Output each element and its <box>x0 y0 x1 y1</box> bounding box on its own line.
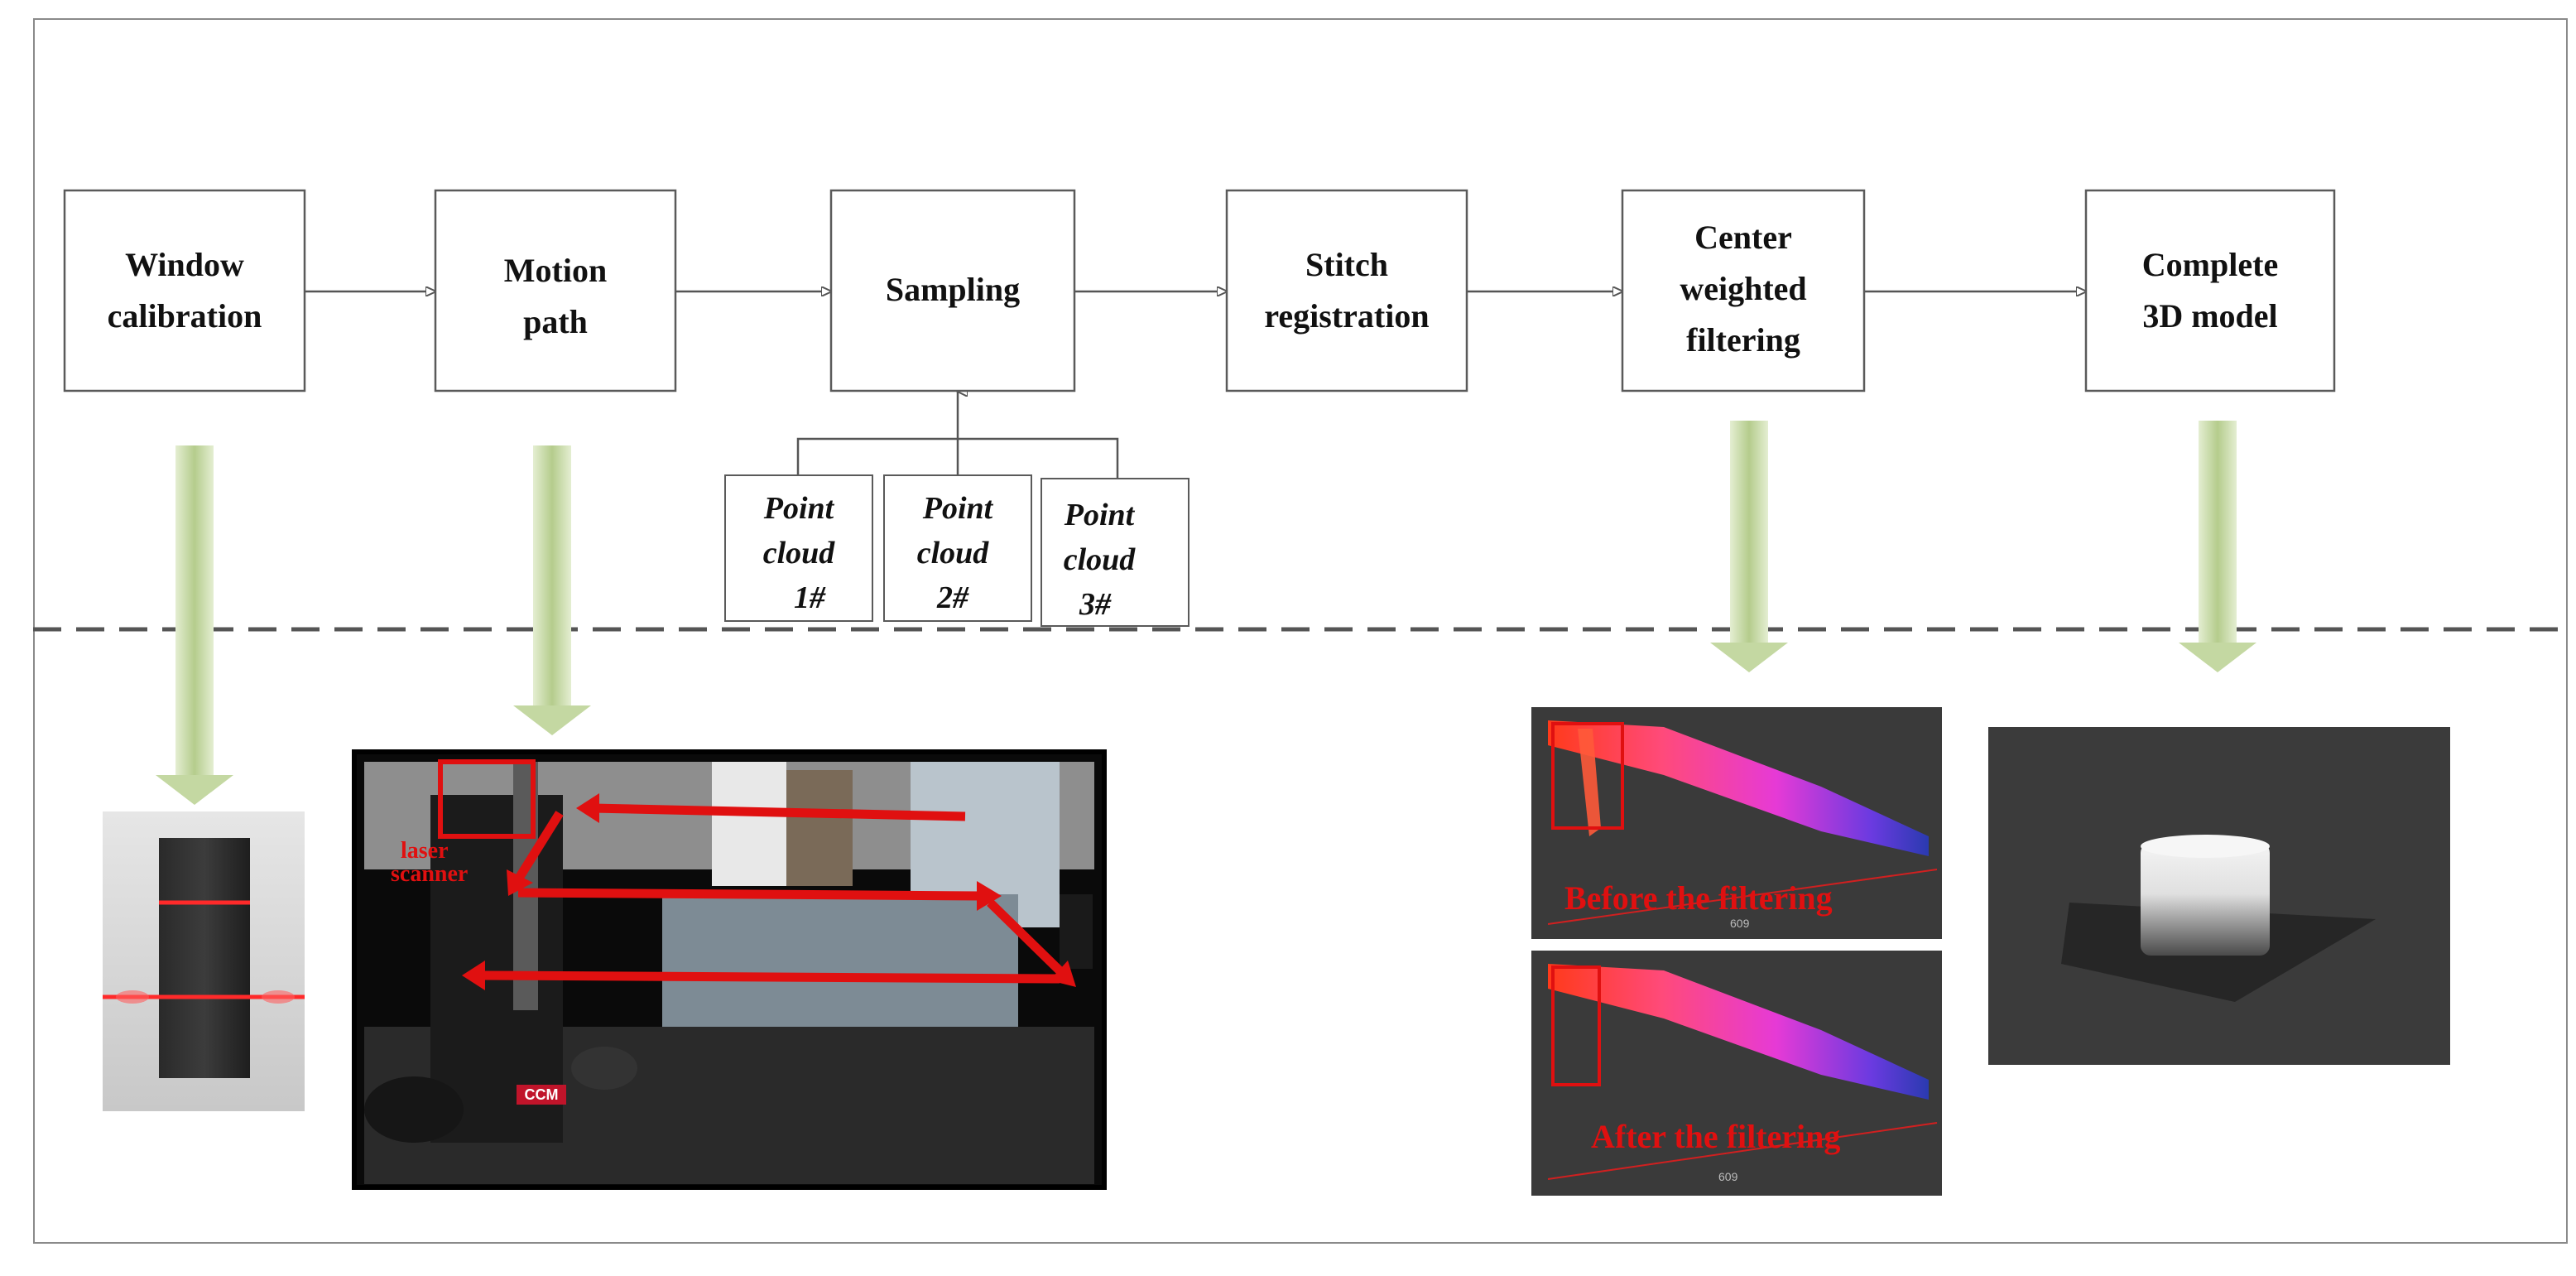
point-cloud-label: Point <box>922 491 994 526</box>
step-label-line1: Complete <box>2142 246 2278 283</box>
point-cloud-label: 3# <box>1079 587 1112 622</box>
step-label-line1: Stitch <box>1305 246 1388 283</box>
down-arrow-filtering <box>1710 421 1788 672</box>
after-filtering-label: After the filtering <box>1591 1118 1840 1155</box>
point-cloud-label: cloud <box>763 536 836 571</box>
point-cloud-label: Point <box>763 491 835 526</box>
before-highlight-box <box>1551 722 1624 830</box>
point-cloud-3: Point cloud 3# <box>1040 478 1189 627</box>
step-label-line1: Motion <box>504 252 607 289</box>
step-complete-3d-model: Complete 3D model <box>2084 189 2336 392</box>
point-cloud-2: Point cloud 2# <box>883 474 1032 622</box>
calibration-photo <box>103 811 305 1111</box>
step-label-line1: Center <box>1694 219 1792 256</box>
before-filtering-label: Before the filtering <box>1564 879 1833 917</box>
machine-photo: CCM laser scanner <box>352 749 1107 1190</box>
before-axis-tick: 609 <box>1730 917 1750 930</box>
point-cloud-label: 2# <box>936 580 969 615</box>
laser-scanner-label-line1: laser <box>401 838 449 864</box>
down-arrow-calibration <box>156 445 233 805</box>
step-label-line2: registration <box>1264 297 1429 335</box>
after-filtering-panel: 609 After the filtering <box>1531 951 1942 1196</box>
down-arrow-motion <box>513 445 591 735</box>
step-label-line3: filtering <box>1686 321 1800 359</box>
ccm-logo-text: CCM <box>525 1086 559 1103</box>
laser-scanner-label-line2: scanner <box>391 861 468 887</box>
after-axis-tick: 609 <box>1718 1170 1738 1183</box>
point-cloud-label: cloud <box>917 536 990 571</box>
before-filtering-panel: 609 Before the filtering <box>1531 707 1942 939</box>
step-label-line1: Window <box>125 246 244 283</box>
point-cloud-label: 1# <box>794 580 826 615</box>
step-window-calibration: Window calibration <box>63 189 306 392</box>
laser-scanner-highlight <box>438 759 536 839</box>
step-label-line2: calibration <box>108 297 262 335</box>
step-stitch-registration: Stitch registration <box>1225 189 1468 392</box>
scan-path-arrows <box>462 793 1076 990</box>
step-label-line2: weighted <box>1680 270 1806 307</box>
step-sampling: Sampling <box>829 189 1076 392</box>
step-label-line2: 3D model <box>2142 297 2277 335</box>
point-cloud-label: cloud <box>1064 542 1137 577</box>
down-arrow-model <box>2179 421 2256 672</box>
complete-3d-model-render <box>1988 727 2450 1065</box>
step-label-line1: Sampling <box>886 271 1020 308</box>
ccm-logo <box>517 1085 566 1105</box>
flow-connectors <box>305 291 2086 479</box>
step-center-weighted-filtering: Center weighted filtering <box>1621 189 1866 392</box>
step-motion-path: Motion path <box>434 189 677 392</box>
point-cloud-1: Point cloud 1# <box>724 474 873 622</box>
point-cloud-label: Point <box>1064 498 1136 532</box>
step-label-line2: path <box>523 303 588 340</box>
after-highlight-box <box>1551 965 1601 1086</box>
